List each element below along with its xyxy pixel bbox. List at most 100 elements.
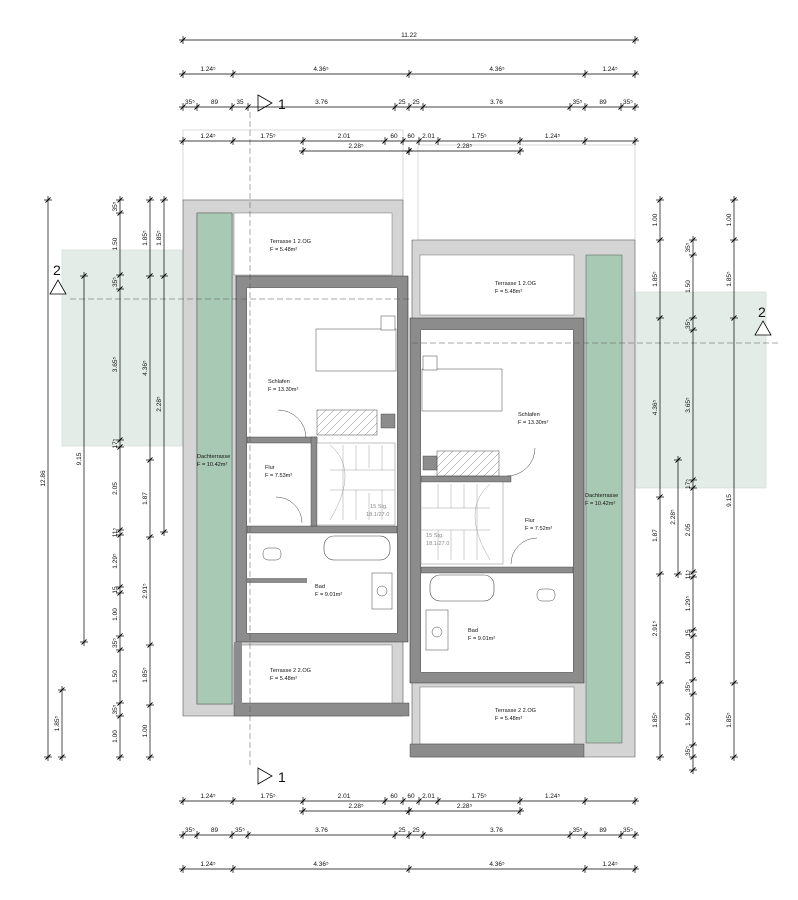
green-roof-left bbox=[196, 212, 233, 705]
dim-top-row2-label-1: 89 bbox=[211, 99, 219, 106]
dim-left-col2-label-9: 1.00 bbox=[112, 608, 119, 621]
wall-stair-left bbox=[310, 436, 318, 527]
dim-left-col2-label-6: 11⁵ bbox=[112, 527, 119, 537]
dim-top-row1-label-0: 1.24⁵ bbox=[200, 66, 216, 73]
shaft-left bbox=[380, 413, 396, 429]
dim-top-row3-label-1: 1.75⁵ bbox=[260, 133, 276, 140]
dim-top-row2-label-9: 35⁵ bbox=[623, 99, 633, 106]
dim-right-col1-label-3: 1.87 bbox=[652, 529, 659, 542]
dim-right-col4: 2.28⁵ bbox=[670, 456, 682, 578]
dim-top-row2-label-2: 35 bbox=[236, 99, 244, 106]
dim-left-col2: 35⁵1.5035⁵3.65⁵17⁵2.0511⁵1.29⁵151.0035⁵1… bbox=[112, 196, 124, 761]
dim-right-col2-label-11: 1.50 bbox=[685, 713, 692, 726]
section-band-right bbox=[635, 291, 767, 489]
dim-left-col2-label-0: 35⁵ bbox=[112, 201, 119, 211]
dim-left-col3-label-0: 1.85⁵ bbox=[142, 230, 149, 246]
terrace-1-right bbox=[419, 254, 575, 316]
dim-bottom-row2-label-0: 35⁵ bbox=[185, 827, 195, 834]
sink-bowl-left bbox=[376, 585, 388, 597]
terrace-1-left bbox=[233, 212, 393, 276]
door-arc-left-2 bbox=[275, 496, 303, 524]
dim-top-row2-label-5: 25 bbox=[412, 99, 420, 106]
section-marker-2-right-label: 2 bbox=[758, 304, 766, 320]
green-roof-right bbox=[585, 254, 623, 744]
room-area-bad-right: F = 9.01m² bbox=[468, 636, 495, 642]
dim-left-col3-label-3: 2.91⁵ bbox=[142, 583, 149, 599]
stair-ratio-left: 18.1/27.0 bbox=[366, 512, 389, 518]
dim-bottom-row2-label-1: 89 bbox=[211, 827, 219, 834]
dim-right-col2-label-0: 35⁵ bbox=[685, 242, 692, 252]
dim-right-col3-label-0: 1.00 bbox=[726, 213, 733, 226]
dim-left-col1-label-0: 9.15 bbox=[76, 452, 83, 465]
house-right bbox=[409, 239, 636, 758]
dim-top-row3-sub-right: 2.28⁵ bbox=[405, 143, 524, 155]
dim-left-col2-label-12: 35⁵ bbox=[112, 704, 119, 714]
dim-overall-width-label-0: 11.22 bbox=[401, 32, 417, 39]
dim-bottom-row1-label-5: 2.01 bbox=[422, 793, 435, 800]
dim-overall-width: 11.22 bbox=[179, 32, 639, 44]
dim-bottom-row1-label-1: 1.75⁵ bbox=[260, 793, 276, 800]
section-marker-2-left: 2 bbox=[49, 262, 67, 295]
section-marker-1-bottom: 1 bbox=[257, 767, 286, 785]
dim-bottom-row3-label-1: 4.36⁵ bbox=[313, 861, 329, 868]
room-area-dachterrasse-left: F = 10.42m² bbox=[197, 462, 227, 468]
terrace-2-left bbox=[233, 644, 393, 706]
room-name-terrasse2-right: Terrasse 2 2.OG bbox=[495, 708, 536, 714]
dim-bottom-row2-label-5: 25 bbox=[412, 827, 420, 834]
wall-schlafen-flur-right bbox=[420, 475, 512, 483]
room-name-terrasse2-left: Terrasse 2 2.OG bbox=[270, 668, 311, 674]
dim-bottom-row3-label-2: 4.36⁵ bbox=[489, 861, 505, 868]
house-left bbox=[182, 199, 410, 717]
dim-top-row2-label-0: 35⁵ bbox=[185, 99, 195, 106]
dim-bottom-row1-label-4: 60 bbox=[407, 793, 415, 800]
dim-top-row1-label-1: 4.36⁵ bbox=[313, 66, 329, 73]
dim-top-row3-label-6: 1.75⁵ bbox=[471, 133, 487, 140]
dim-right-col2-label-12: 35⁵ bbox=[685, 746, 692, 756]
dim-top-row2-label-8: 89 bbox=[599, 99, 607, 106]
dim-right-col1-label-4: 2.91⁵ bbox=[652, 621, 659, 637]
room-name-terrasse1-right: Terrasse 1 2.OG bbox=[495, 281, 536, 287]
stair-steps-left: 15 Stg. bbox=[370, 504, 388, 510]
dim-bottom-row2-label-3: 3.76 bbox=[315, 827, 328, 834]
dim-right-col2-label-6: 11⁵ bbox=[685, 569, 692, 579]
dim-top-row3-sub-left: 2.28⁵ bbox=[299, 143, 413, 155]
dim-right-col1-label-1: 1.85⁵ bbox=[652, 271, 659, 287]
dim-left-col3-label-4: 1.85⁵ bbox=[142, 667, 149, 683]
dim-overall-height-label-0: 12.86 bbox=[40, 470, 47, 487]
bathtub-right bbox=[429, 574, 495, 602]
dim-left-col3-label-5: 1.00 bbox=[142, 724, 149, 737]
terrace-wall-right bbox=[409, 743, 585, 758]
dim-left-col4-label-1: 2.28⁵ bbox=[156, 396, 163, 412]
dim-left-col2-label-2: 35⁵ bbox=[112, 277, 119, 287]
dim-bottom-row3-label-0: 1.24⁵ bbox=[200, 861, 216, 868]
dim-right-col2-label-9: 1.00 bbox=[685, 651, 692, 664]
section-marker-1-bottom-label: 1 bbox=[278, 769, 286, 785]
room-area-flur-left: F = 7.53m² bbox=[265, 473, 292, 479]
dim-bottom-row2-label-6: 3.76 bbox=[490, 827, 503, 834]
room-name-flur-right: Flur bbox=[525, 518, 535, 524]
room-name-dachterrasse-left: Dachterrasse bbox=[197, 454, 230, 460]
dim-top-row3-label-7: 1.24⁵ bbox=[545, 133, 561, 140]
wardrobe-left bbox=[316, 409, 378, 436]
sink-left bbox=[371, 572, 393, 610]
room-name-bad-left: Bad bbox=[315, 584, 325, 590]
dim-top-row1-label-3: 1.24⁵ bbox=[602, 66, 618, 73]
dim-top-row2-label-7: 35⁵ bbox=[573, 99, 583, 106]
dim-bottom-row2-label-9: 35⁵ bbox=[623, 827, 633, 834]
section-marker-1-top-label: 1 bbox=[278, 96, 286, 112]
dim-right-col3-label-3: 1.85⁵ bbox=[726, 712, 733, 728]
bed-right bbox=[421, 368, 503, 412]
shaft-right bbox=[422, 455, 438, 471]
dim-bottom-row2-label-8: 89 bbox=[599, 827, 607, 834]
section-marker-2-left-label: 2 bbox=[53, 262, 61, 278]
dim-left-col2-label-4: 17⁵ bbox=[112, 438, 119, 448]
dim-right-col2-label-3: 3.65⁵ bbox=[685, 397, 692, 413]
stair-steps-right: 15 Stg. bbox=[426, 533, 444, 539]
room-name-schlafen-right: Schlafen bbox=[518, 412, 540, 418]
dim-top-row2-label-6: 3.76 bbox=[490, 99, 503, 106]
